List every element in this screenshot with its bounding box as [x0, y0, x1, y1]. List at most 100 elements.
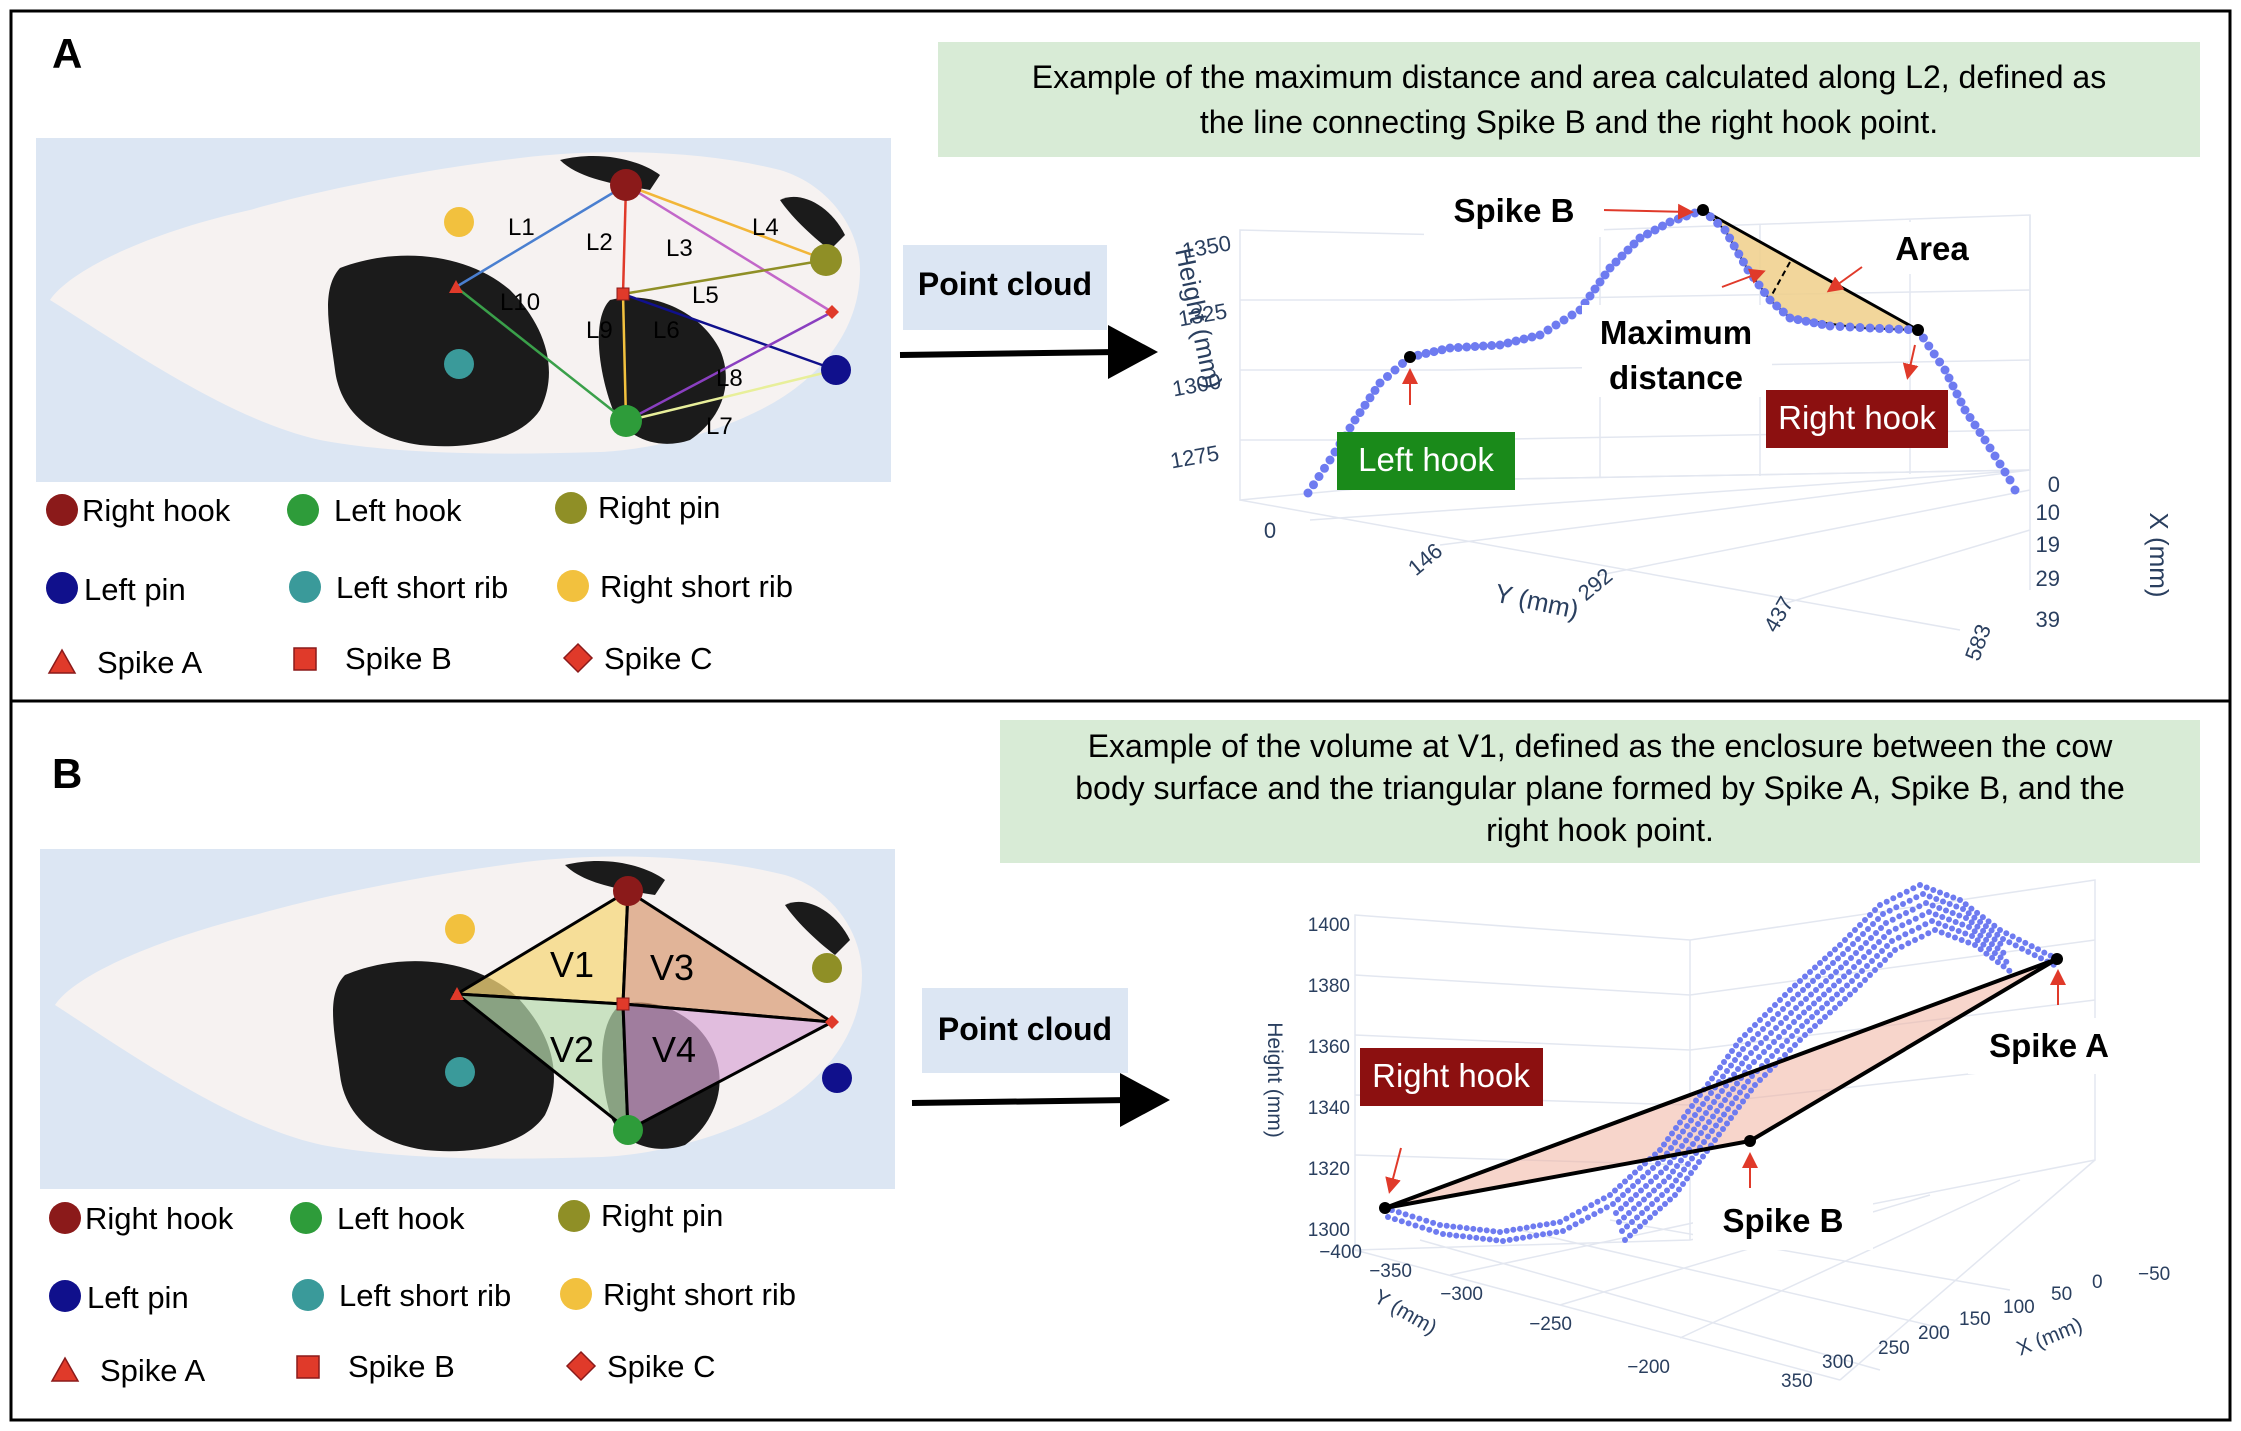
cloud-point: [1684, 1175, 1690, 1182]
cloud-point: [1657, 1147, 1663, 1153]
cloud-point: [1758, 1040, 1764, 1046]
cloud-point: [1893, 904, 1900, 911]
cloud-point: [1898, 943, 1905, 950]
cloud-point: [1881, 934, 1887, 940]
cloud-point: [1623, 1201, 1629, 1207]
cloud-point: [1922, 921, 1929, 928]
cloud-point: [1462, 342, 1472, 352]
cloud-point: [1713, 1070, 1719, 1076]
cloud-point: [1986, 945, 1993, 952]
max-distance-annotation-2: distance: [1609, 359, 1743, 396]
cloud-point: [1600, 270, 1610, 280]
cloud-point: [1850, 941, 1856, 947]
tick-y-0: 0: [1264, 518, 1276, 543]
cloud-point: [1852, 927, 1858, 933]
cloud-point: [1830, 960, 1836, 966]
line-l2: [621, 184, 628, 295]
cloud-point: [1643, 1183, 1649, 1189]
cloud-point: [1915, 924, 1922, 931]
cloud-point: [1980, 927, 1987, 934]
b-legend-left-hook-icon: [290, 1202, 322, 1234]
cloud-point: [1923, 884, 1930, 891]
cloud-point: [2003, 958, 2010, 965]
cloud-point: [1847, 991, 1853, 998]
cloud-point: [1768, 1030, 1774, 1036]
cloud-point: [1807, 1027, 1813, 1034]
cloud-point: [1713, 1122, 1719, 1129]
cloud-point: [1673, 214, 1683, 224]
cloud-point: [1747, 1027, 1753, 1033]
cloud-point: [1939, 914, 1946, 920]
cloud-point: [1955, 928, 1962, 934]
cloud-point: [1991, 950, 1998, 957]
cloud-point: [1595, 277, 1605, 287]
cloud-point: [2005, 475, 2015, 485]
cloud-point: [1617, 1183, 1623, 1189]
cloud-point: [1588, 1202, 1595, 1209]
cloud-point: [1582, 1205, 1588, 1212]
tick-b-height-1360: 1360: [1308, 1037, 1350, 1058]
cloud-point: [1793, 315, 1803, 325]
cloud-point: [1350, 415, 1360, 425]
cloud-point: [1883, 920, 1889, 926]
cloud-point: [1473, 1234, 1480, 1241]
cloud-point: [1743, 265, 1753, 275]
cloud-point: [1855, 936, 1861, 942]
cloud-point: [1641, 1196, 1647, 1203]
panel-a: A Example of the maximum distance and ar…: [36, 30, 2200, 680]
cloud-point: [1889, 938, 1895, 944]
label-l10: L10: [500, 289, 540, 316]
cloud-point: [1676, 1186, 1682, 1193]
cloud-point: [1572, 1221, 1579, 1228]
cloud-point: [1705, 1133, 1711, 1140]
cloud-point: [1787, 1047, 1793, 1053]
cloud-point: [1917, 882, 1923, 888]
cloud-point: [1500, 1238, 1506, 1244]
cloud-point: [1652, 1210, 1658, 1216]
cloud-point: [1899, 922, 1906, 929]
cloud-point: [1797, 1037, 1803, 1043]
cloud-point: [1765, 295, 1775, 305]
cloud-point: [1654, 1196, 1660, 1203]
cloud-point: [1477, 1226, 1483, 1233]
cloud-point: [1962, 901, 1969, 908]
cloud-point: [1683, 1137, 1689, 1144]
tick-b-x-250: 250: [1878, 1338, 1910, 1359]
cloud-point: [2006, 967, 2013, 974]
cloud-point: [1787, 987, 1793, 993]
cloud-point: [1838, 964, 1844, 971]
cloud-point: [1867, 912, 1873, 918]
cloud-point: [1794, 1028, 1800, 1034]
cloud-point: [1421, 348, 1431, 358]
b-legend-spike-c-icon: [565, 1350, 597, 1382]
cloud-point: [1714, 1108, 1720, 1114]
cloud-point: [1365, 393, 1375, 403]
cloud-point: [2010, 485, 2020, 495]
tick-b-x-200: 200: [1918, 1323, 1950, 1344]
cloud-point: [1740, 1098, 1746, 1105]
cloud-point: [1785, 313, 1795, 323]
cloud-point: [1792, 1042, 1798, 1048]
cloud-point: [1851, 964, 1857, 970]
cloud-point: [1470, 1225, 1477, 1232]
cloud-point: [1985, 443, 1995, 453]
cloud-point: [1669, 1183, 1675, 1189]
b-right-hook-cloud-marker: [1379, 1202, 1391, 1214]
cloud-point: [1643, 229, 1652, 239]
cloud-point: [1849, 978, 1855, 984]
b-legend-right-short-rib-label: Right short rib: [603, 1277, 796, 1312]
cloud-point: [1807, 969, 1813, 975]
cloud-point: [1979, 914, 1986, 921]
cloud-point: [1699, 1115, 1705, 1122]
cloud-point: [1894, 324, 1904, 334]
cloud-point: [1752, 1022, 1758, 1028]
cloud-point: [1827, 1009, 1833, 1016]
panel-a-y-axis-label: Y (mm): [1492, 578, 1581, 625]
cloud-point: [1687, 1132, 1693, 1138]
legend-spike-c-icon: [562, 642, 594, 674]
b-spike-b-cloud-marker: [1744, 1135, 1756, 1147]
cloud-point: [1971, 928, 1978, 935]
cloud-point: [1743, 1055, 1749, 1061]
cloud-point: [1551, 320, 1561, 330]
